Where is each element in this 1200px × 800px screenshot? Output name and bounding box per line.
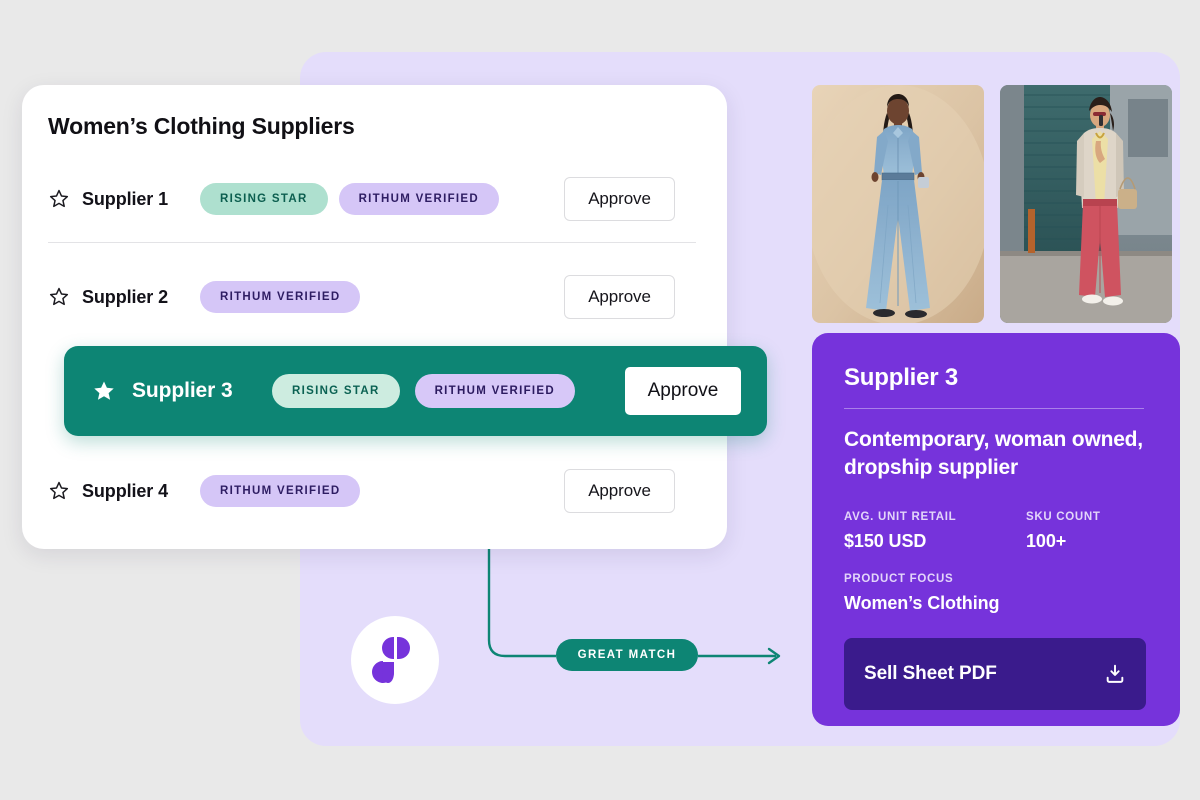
stat-label-product-focus: PRODUCT FOCUS xyxy=(844,573,954,585)
approve-button-supplier-2[interactable]: Approve xyxy=(564,275,675,319)
approve-button-supplier-3[interactable]: Approve xyxy=(625,367,741,415)
supplier-name: Supplier 4 xyxy=(82,480,169,501)
supplier-name: Supplier 3 xyxy=(132,379,233,402)
detail-description: Contemporary, woman owned, dropship supp… xyxy=(844,428,1143,480)
great-match-badge: GREAT MATCH xyxy=(556,639,698,671)
download-icon[interactable] xyxy=(1104,663,1126,685)
supplier-row-2[interactable]: Supplier 2 RITHUM VERIFIED Approve xyxy=(48,275,701,319)
approve-button-supplier-1[interactable]: Approve xyxy=(564,177,675,221)
supplier-row-3-selected[interactable]: Supplier 3 RISING STAR RITHUM VERIFIED A… xyxy=(64,346,767,436)
supplier-row-1[interactable]: Supplier 1 RISING STAR RITHUM VERIFIED A… xyxy=(48,177,701,221)
star-outline-icon[interactable] xyxy=(48,188,70,210)
detail-divider xyxy=(844,408,1144,409)
supplier-row-4[interactable]: Supplier 4 RITHUM VERIFIED Approve xyxy=(48,469,701,513)
badge-rithum-verified: RITHUM VERIFIED xyxy=(200,281,361,313)
stat-label-avg-unit-retail: AVG. UNIT RETAIL xyxy=(844,511,957,523)
badge-rithum-verified: RITHUM VERIFIED xyxy=(200,475,361,507)
badge-rithum-verified: RITHUM VERIFIED xyxy=(414,374,576,408)
stat-value-avg-unit-retail: $150 USD xyxy=(844,531,927,551)
page-title: Women’s Clothing Suppliers xyxy=(48,113,355,139)
star-outline-icon[interactable] xyxy=(48,480,70,502)
sell-sheet-pdf-button[interactable]: Sell Sheet PDF xyxy=(844,638,1146,710)
rithum-logo-badge xyxy=(351,616,439,704)
model-street-style-image xyxy=(1000,85,1172,323)
supplier-detail-card: Supplier 3 Contemporary, woman owned, dr… xyxy=(812,333,1180,726)
detail-title: Supplier 3 xyxy=(844,364,959,391)
supplier-list-card: Women’s Clothing Suppliers Supplier 1 RI… xyxy=(22,85,727,549)
sell-sheet-pdf-label: Sell Sheet PDF xyxy=(864,663,997,684)
supplier-name: Supplier 1 xyxy=(82,188,169,209)
badge-rising-star: RISING STAR xyxy=(272,374,400,408)
stat-label-sku-count: SKU COUNT xyxy=(1026,511,1101,523)
rithum-logo-icon xyxy=(372,637,410,683)
supplier-name: Supplier 2 xyxy=(82,286,169,307)
product-photo-1 xyxy=(812,85,984,323)
stat-value-product-focus: Women’s Clothing xyxy=(844,593,1000,613)
stat-value-sku-count: 100+ xyxy=(1026,531,1067,551)
product-photo-2 xyxy=(1000,85,1172,323)
badge-rising-star: RISING STAR xyxy=(200,183,328,215)
badge-rithum-verified: RITHUM VERIFIED xyxy=(338,183,500,215)
model-denim-jumpsuit-image xyxy=(812,85,984,323)
approve-button-supplier-4[interactable]: Approve xyxy=(564,469,675,513)
star-filled-icon[interactable] xyxy=(92,379,116,403)
star-outline-icon[interactable] xyxy=(48,286,70,308)
row-divider xyxy=(48,242,696,243)
